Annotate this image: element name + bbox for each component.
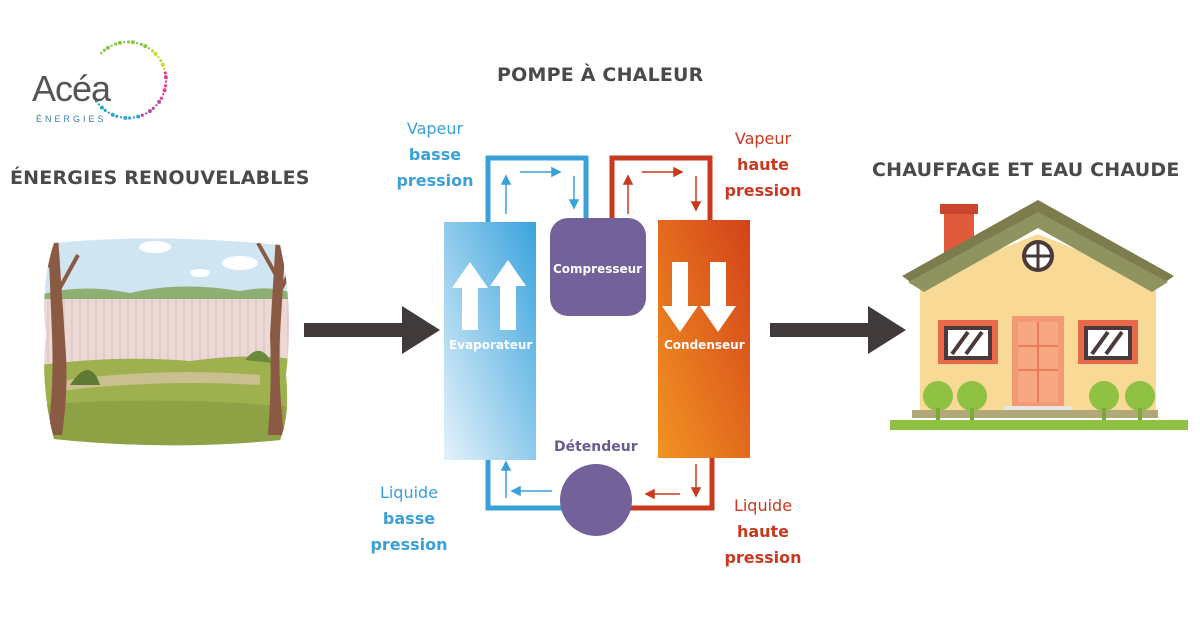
logo-dot	[151, 106, 155, 110]
logo-dot	[147, 47, 151, 50]
logo-dot	[117, 40, 122, 45]
logo-dot	[102, 48, 106, 52]
output-arrow	[770, 306, 906, 354]
pipe-liquid-high	[630, 458, 715, 511]
condenser	[658, 220, 750, 458]
evaporator	[444, 222, 536, 460]
logo-dot	[139, 42, 143, 46]
logo-dot	[163, 75, 168, 80]
evaporator-label: Evaporateur	[449, 338, 533, 352]
compressor-label: Compresseur	[553, 262, 643, 276]
pipe-liquid-low	[485, 458, 562, 511]
logo-dot	[155, 104, 158, 107]
logo-dot	[147, 109, 152, 114]
logo-dot	[157, 99, 162, 104]
logo-dot	[160, 62, 165, 67]
logo-dot	[110, 44, 113, 47]
garden-illustration	[44, 238, 289, 446]
logo-dot	[103, 108, 107, 112]
input-arrow	[304, 306, 440, 354]
compressor	[550, 218, 646, 316]
logo-dot	[159, 96, 163, 100]
logo-dot	[140, 113, 144, 117]
acea-logo: Acéa ÉNERGIES	[28, 38, 178, 133]
logo-dot	[114, 42, 118, 46]
condenser-down-arrows	[662, 262, 736, 332]
logo-dot	[164, 80, 168, 83]
diagram-title: POMPE À CHALEUR	[497, 64, 704, 86]
label-vapor-high: Vapeur haute pression	[724, 129, 802, 200]
left-heading: ÉNERGIES RENOUVELABLES	[10, 167, 310, 189]
logo-dots-ring	[94, 40, 168, 120]
logo-dot	[115, 114, 119, 118]
logo-dot	[123, 41, 126, 44]
logo-dot	[97, 103, 101, 106]
logo-dot	[126, 40, 131, 44]
flow-arrows-cold	[500, 166, 580, 498]
logo-dot	[119, 116, 123, 119]
logo-dot	[130, 40, 135, 45]
logo-dot	[145, 112, 148, 115]
pipe-vapor-low	[485, 155, 589, 222]
logo-dot	[136, 114, 141, 119]
condenser-label: Condenseur	[664, 338, 745, 352]
logo-dot	[153, 51, 158, 56]
logo-dot	[163, 84, 168, 88]
label-liquid-high: Liquide haute pression	[724, 496, 802, 567]
logo-dot	[110, 112, 115, 117]
logo-dot	[143, 44, 148, 49]
logo-dot	[150, 49, 155, 53]
logo-name: Acéa	[32, 68, 111, 109]
pipe-vapor-high	[609, 155, 713, 222]
logo-dot	[105, 45, 110, 50]
logo-dot	[94, 99, 98, 103]
logo-dot	[123, 115, 128, 120]
logo-dot	[128, 116, 132, 120]
logo-dot	[157, 56, 160, 59]
logo-dot	[159, 59, 163, 63]
logo-dot	[163, 67, 166, 70]
logo-dot	[162, 93, 165, 96]
logo-dot	[132, 116, 136, 119]
label-vapor-low: Vapeur basse pression	[396, 119, 474, 190]
house-illustration	[890, 200, 1188, 430]
heat-pump-circuit	[444, 155, 750, 536]
logo-dot	[162, 88, 167, 93]
logo-dot	[99, 51, 103, 55]
evaporator-up-arrows	[452, 260, 526, 330]
logo-dot	[99, 105, 104, 110]
logo-dot	[107, 111, 111, 115]
label-liquid-low: Liquide basse pression	[370, 483, 448, 554]
logo-tagline: ÉNERGIES	[36, 114, 107, 124]
logo-dot	[163, 71, 167, 75]
expander	[560, 464, 632, 536]
flow-arrows-hot	[622, 166, 702, 500]
right-heading: CHAUFFAGE ET EAU CHAUDE	[872, 159, 1180, 181]
expander-label: Détendeur	[554, 439, 638, 455]
logo-dot	[135, 41, 139, 45]
